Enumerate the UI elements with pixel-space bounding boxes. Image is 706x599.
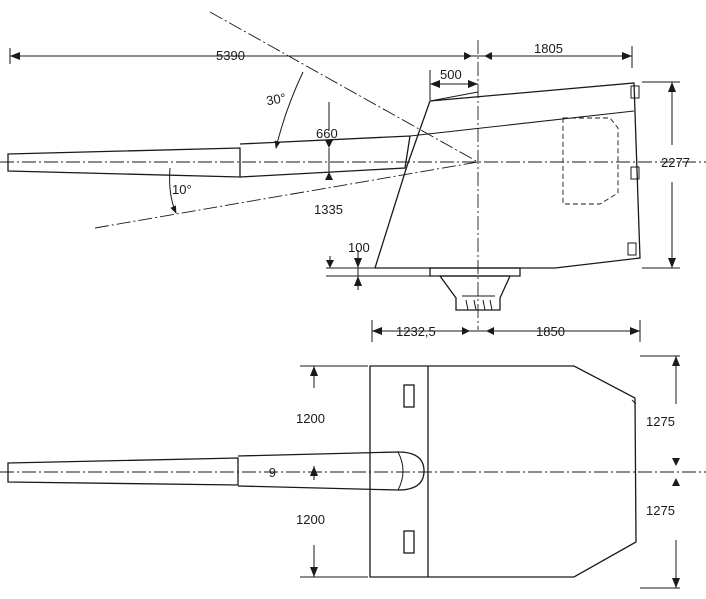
dim-height: 2277 [661,155,690,170]
dim-barrel-dia: 660 [316,126,338,141]
plan-view: 1200 1200 1275 1275 6 [0,355,706,589]
dim-base-height: 100 [348,240,370,255]
side-construction-lines [0,11,706,330]
plan-dimension-lines [300,355,680,589]
plan-barrel [7,451,425,491]
dim-front-base: 1232,5 [396,324,436,339]
barrel-mark: 6 [269,465,276,480]
dim-elevation-angle: 30° [265,90,287,108]
dim-plan-front-bottom: 1200 [296,512,325,527]
dim-plan-rear-bottom: 1275 [646,503,675,518]
dim-pivot-offset: 500 [440,67,462,82]
dim-barrel-overall: 5390 [216,48,245,63]
dim-rear-length: 1805 [534,41,563,56]
dim-rear-base: 1850 [536,324,565,339]
side-turret-body [374,82,641,269]
side-dimension-lines [9,46,680,342]
plan-turret-body [369,365,637,578]
dim-plan-rear-top: 1275 [646,414,675,429]
side-barrel [7,135,411,178]
side-view: 5390 30° 10° 660 1335 500 1805 2277 100 … [0,11,706,342]
side-base-ring [429,267,521,311]
dim-plan-front-top: 1200 [296,411,325,426]
dim-barrel-rear-length: 1335 [314,202,343,217]
dim-depression-angle: 10° [172,182,192,197]
